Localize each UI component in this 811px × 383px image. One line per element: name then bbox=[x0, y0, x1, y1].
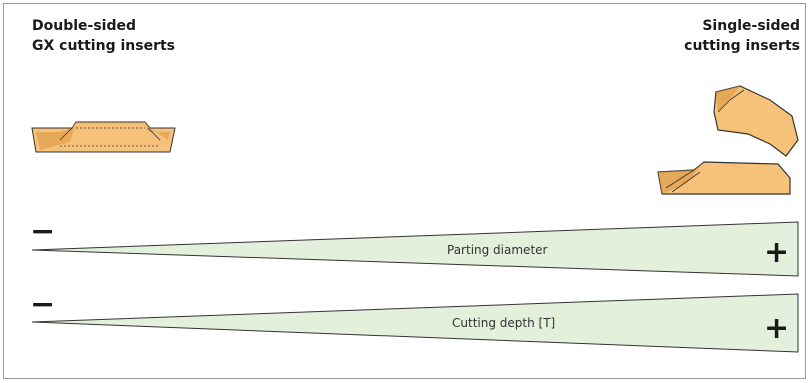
parting-diameter-label: Parting diameter bbox=[447, 243, 548, 257]
cutting-depth-minus-sign: − bbox=[30, 287, 56, 322]
parting-diameter-minus-sign: − bbox=[30, 214, 56, 249]
single-sided-insert-straight-image bbox=[657, 161, 791, 195]
single-sided-insert-curved-image bbox=[713, 85, 799, 157]
double-sided-heading: Double-sided GX cutting inserts bbox=[32, 16, 175, 56]
single-sided-heading: Single-sided cutting inserts bbox=[684, 16, 800, 56]
cutting-depth-label: Cutting depth [T] bbox=[452, 316, 556, 330]
parting-diameter-plus-sign: + bbox=[764, 235, 790, 270]
double-sided-heading-line1: Double-sided bbox=[32, 18, 137, 34]
single-sided-heading-line1: Single-sided bbox=[702, 18, 800, 34]
cutting-depth-wedge bbox=[31, 293, 799, 353]
cutting-depth-plus-sign: + bbox=[764, 311, 790, 346]
double-sided-insert-image bbox=[31, 121, 176, 153]
double-sided-heading-line2: GX cutting inserts bbox=[32, 38, 175, 54]
parting-diameter-wedge bbox=[31, 221, 799, 277]
single-sided-heading-line2: cutting inserts bbox=[684, 38, 800, 54]
